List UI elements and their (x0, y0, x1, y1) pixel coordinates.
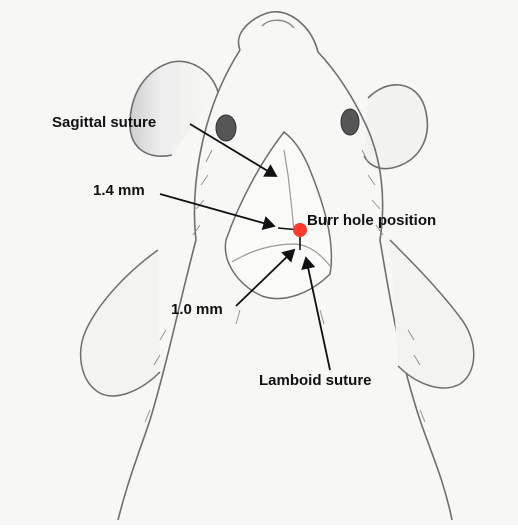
lamboid-suture-label: Lamboid suture (259, 373, 372, 388)
distance-1-4-label: 1.4 mm (93, 183, 145, 198)
right-forelimb (390, 240, 474, 388)
left-ear (130, 61, 218, 156)
sagittal-suture-label: Sagittal suture (52, 115, 156, 130)
left-forelimb (81, 250, 160, 396)
burr-hole-marker (293, 223, 307, 237)
burr-hole-label: Burr hole position (307, 213, 436, 228)
right-ear (364, 85, 427, 169)
distance-1-0-label: 1.0 mm (171, 302, 223, 317)
left-eye (216, 115, 236, 141)
right-eye (341, 109, 359, 135)
